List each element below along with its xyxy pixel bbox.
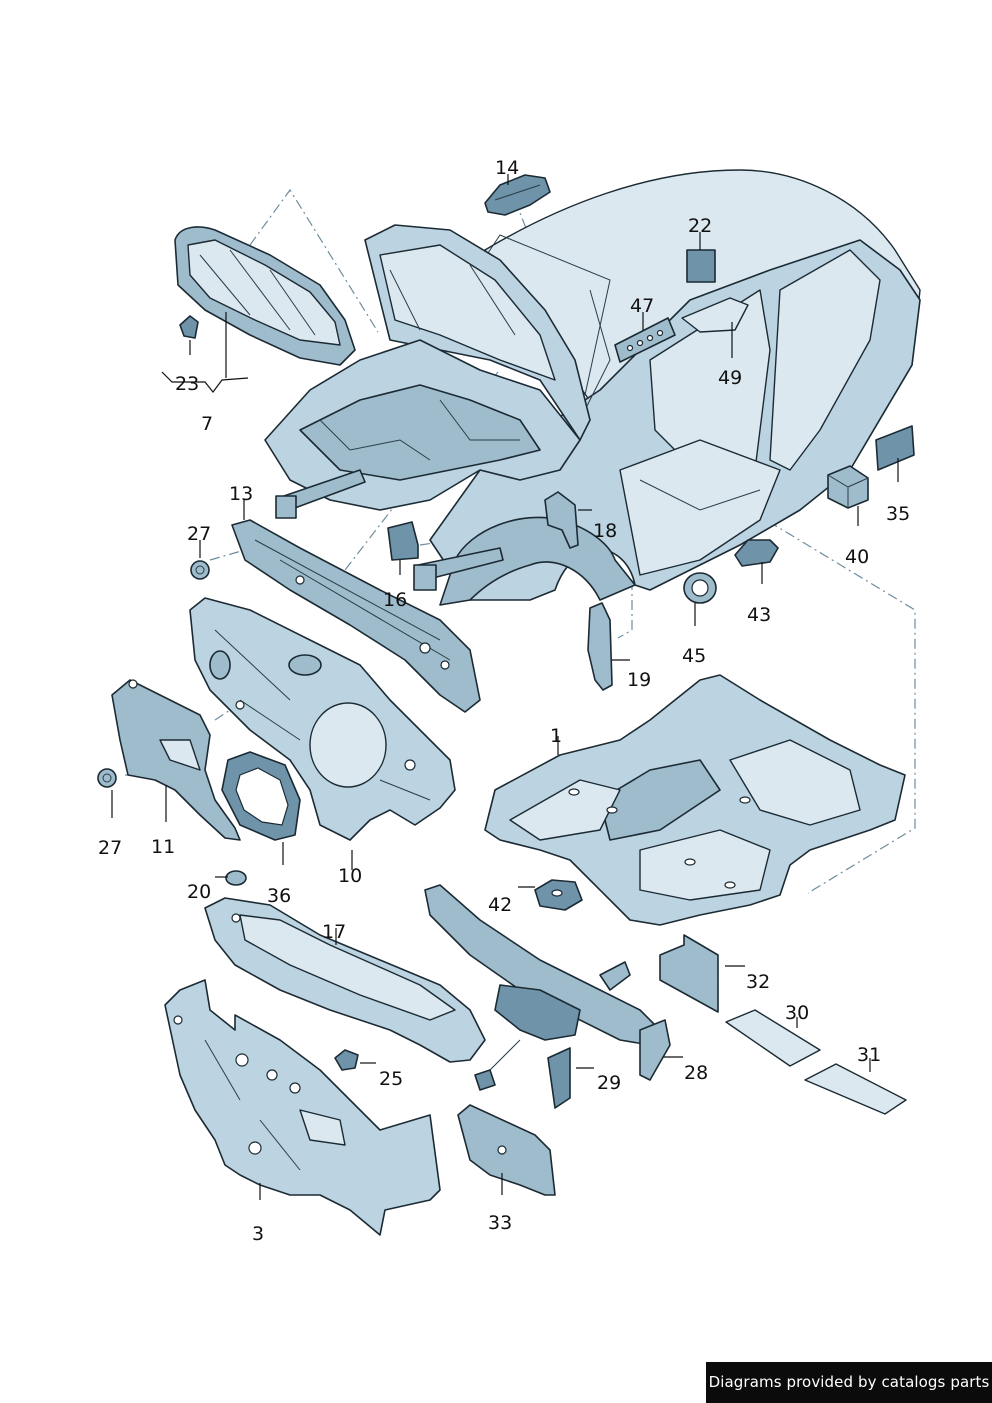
part-16-block [387, 521, 419, 561]
callout-16: 16 [383, 589, 407, 611]
callout-43: 43 [747, 604, 771, 626]
callout-7: 7 [201, 413, 213, 435]
part-13-cowl-panel [231, 519, 481, 713]
part-22-pad [686, 249, 716, 283]
callout-40: 40 [845, 546, 869, 568]
part-10-bulkhead-insulation [189, 597, 456, 841]
callout-31: 31 [857, 1044, 881, 1066]
callout-19: 19 [627, 669, 651, 691]
cross-car-beam [424, 884, 671, 1091]
callout-10: 10 [338, 865, 362, 887]
part-17-plenum-insulation [204, 897, 486, 1063]
callout-11: 11 [151, 836, 175, 858]
part-20-clip [225, 870, 247, 886]
credit-banner: Diagrams provided by catalogs parts [706, 1362, 992, 1403]
callout-33: 33 [488, 1212, 512, 1234]
callout-1: 1 [550, 725, 562, 747]
part-23-clip [179, 315, 199, 339]
callout-3: 3 [252, 1223, 264, 1245]
part-3-footwell-insulation [164, 979, 441, 1236]
leader-lines [111, 174, 899, 1200]
callout-47: 47 [630, 295, 654, 317]
callout-23: 23 [175, 373, 199, 395]
part-43-bracket [734, 539, 779, 567]
part-14-cover [484, 174, 551, 216]
part-1-floor-carpet [484, 674, 906, 926]
callout-27-upper: 27 [187, 523, 211, 545]
callout-labels: 14 22 47 49 23 7 13 27 16 18 35 40 43 45… [98, 157, 910, 1245]
callout-36: 36 [267, 885, 291, 907]
part-40-block [827, 465, 869, 509]
callout-49: 49 [718, 367, 742, 389]
part-18-panel [544, 491, 579, 549]
part-30-pad [725, 1009, 821, 1067]
part-27-grommet-a [190, 560, 210, 580]
callout-14: 14 [495, 157, 519, 179]
callout-17: 17 [322, 921, 346, 943]
part-19-panel [587, 602, 613, 691]
part-36-seal-ring [221, 751, 301, 841]
part-29-pad [547, 1047, 571, 1109]
callout-30: 30 [785, 1002, 809, 1024]
part-42-mount [534, 879, 583, 911]
callout-18: 18 [593, 520, 617, 542]
callout-25: 25 [379, 1068, 403, 1090]
callout-32: 32 [746, 971, 770, 993]
part-45-grommet [683, 572, 717, 604]
callout-20: 20 [187, 881, 211, 903]
part-35-pad [875, 425, 915, 471]
callout-13: 13 [229, 483, 253, 505]
part-47-foam-strip [614, 317, 676, 363]
callout-35: 35 [886, 503, 910, 525]
part-7-hood-insulation [174, 226, 356, 366]
part-11-side-insulation [111, 679, 241, 841]
part-31-pad [804, 1063, 907, 1115]
callout-22: 22 [688, 215, 712, 237]
callout-28: 28 [684, 1062, 708, 1084]
part-32-pad [659, 934, 719, 1013]
callout-45: 45 [682, 645, 706, 667]
part-27-grommet-b [97, 768, 117, 788]
part-25-fastener [334, 1049, 359, 1071]
callout-42: 42 [488, 894, 512, 916]
callout-27-lower: 27 [98, 837, 122, 859]
part-33-pad [457, 1104, 556, 1196]
callout-29: 29 [597, 1072, 621, 1094]
